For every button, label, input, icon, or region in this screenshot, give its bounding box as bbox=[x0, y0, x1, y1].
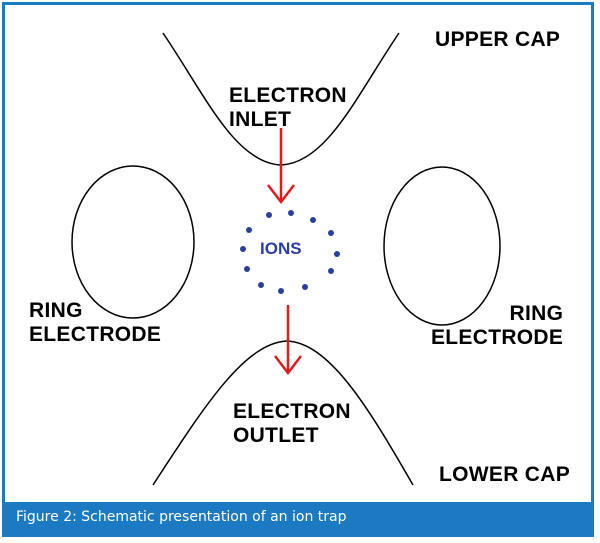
electron-outlet-line-1: ELECTRON bbox=[233, 400, 351, 423]
ion-cloud bbox=[240, 210, 340, 294]
electron-inlet-line-1: ELECTRON bbox=[229, 84, 347, 107]
left-ring-line-1: RING bbox=[29, 299, 83, 322]
outlet-arrow bbox=[274, 305, 302, 376]
ions-label: IONS bbox=[260, 239, 302, 258]
figure-frame: UPPER CAP ELECTRON INLET IONS RING ELECT… bbox=[2, 2, 594, 537]
right-ring-electrode-label: RING ELECTRODE bbox=[431, 302, 563, 350]
upper-cap-label: UPPER CAP bbox=[435, 28, 561, 51]
electron-inlet-label: ELECTRON INLET bbox=[229, 84, 347, 132]
right-ring-line-1: RING bbox=[509, 302, 564, 325]
figure-caption: Figure 2: Schematic presentation of an i… bbox=[16, 509, 347, 525]
electron-inlet-line-2: INLET bbox=[229, 108, 292, 131]
lower-cap-label: LOWER CAP bbox=[439, 463, 571, 486]
left-ring-line-2: ELECTRODE bbox=[29, 323, 162, 346]
right-ring-electrode bbox=[383, 166, 501, 326]
ion-trap-diagram bbox=[71, 32, 501, 486]
electron-outlet-line-2: OUTLET bbox=[233, 424, 319, 447]
electron-outlet-label: ELECTRON OUTLET bbox=[233, 400, 351, 448]
left-ring-electrode bbox=[71, 165, 195, 319]
inlet-arrow bbox=[267, 128, 295, 205]
caption-bar: Figure 2: Schematic presentation of an i… bbox=[5, 502, 591, 534]
left-ring-electrode-label: RING ELECTRODE bbox=[29, 299, 161, 347]
right-ring-line-2: ELECTRODE bbox=[431, 326, 564, 349]
